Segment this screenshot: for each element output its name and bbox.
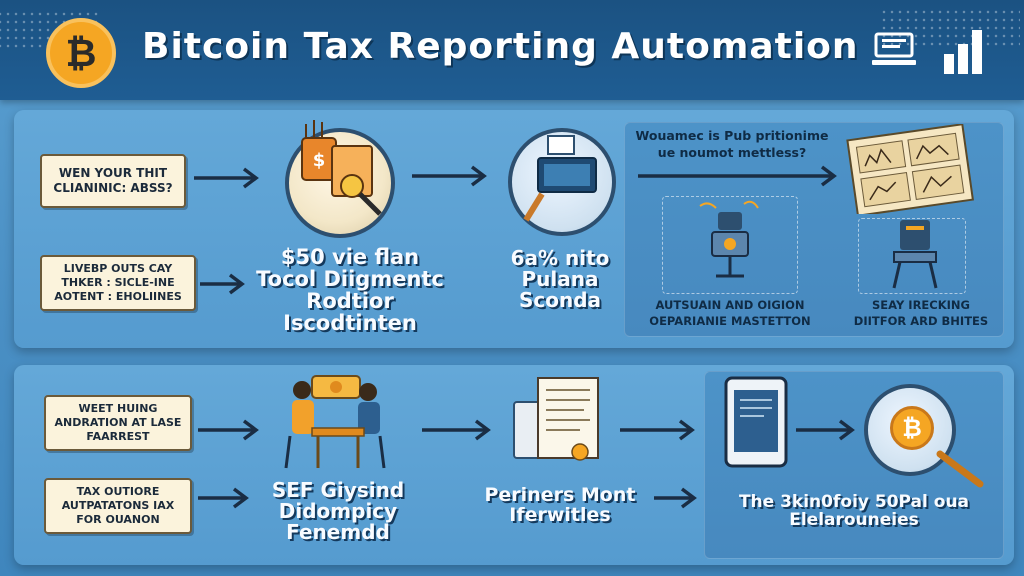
tracking-diagram-frame [858,218,966,294]
sketch-paper-illustration [846,124,974,214]
arrow-right-icon [200,273,245,295]
bottom-label-2: TAX OUTIORE AUTPATATONS IAX FOR OUANON [44,478,192,534]
bitcoin-coin-icon: ₿ [890,406,934,450]
monitor-magnifier-icon [523,135,597,222]
bottom-label-1: WEET HUING ANDRATION AT LASE FAARREST [44,395,192,451]
question-text: Wouamec is Pub pritionime ue noumot mett… [635,128,829,160]
arrow-right-icon [198,419,259,441]
document-with-coin-icon: $ [301,120,382,216]
arrow-right-icon [796,419,855,441]
top-step1-text: $50 vie flan Tocol Diigmentc Rodtior Isc… [256,245,444,336]
bottom-step3-text: The 3kin0foiy 50Pal oua Elelarouneies [738,492,970,530]
header-banner: ₿ Bitcoin Tax Reporting Automation [0,0,1024,100]
svg-text:$: $ [313,150,326,171]
bottom-step2-text: Periners Mont Iferwitles [484,484,636,526]
arrow-right-icon [422,419,491,441]
people-consultation-illustration [284,375,386,469]
bottom-step1-text: SEF Giysind Didompicy Fenemdd [271,478,405,544]
computer-icon [872,32,916,65]
automation-diagram-frame [662,196,798,294]
arrow-right-icon [620,419,695,441]
tracking-machine-icon [892,220,938,289]
top-label-2: LIVEBP OUTS CAY THKER : SICLE-INE AOTENT… [40,255,196,311]
arrow-right-icon [638,165,837,187]
top-caption-left: AUTSUAIN AND OIGION OEPARIANIE MASTETTON [649,298,811,328]
documents-stack-illustration [513,377,599,461]
arrow-right-icon [198,487,249,509]
top-step2-text: 6a% nito Pulana Sconda [510,246,610,312]
arrow-right-icon [654,487,697,509]
arrow-right-icon [412,165,487,187]
robot-machine-icon [699,200,759,278]
arrow-right-icon [194,167,259,189]
top-caption-right: SEAY IRECKING DIITFOR ARD BHITES [853,298,989,328]
bitcoin-magnifier-illustration [864,384,956,476]
tablet-report-icon [724,376,788,468]
bar-chart-icon [944,30,982,74]
top-label-1: WEN YOUR THIT CLIANINIC: ABSS? [40,154,186,208]
bitcoin-logo-icon: ₿ [46,18,116,88]
magnifier-handle-icon [936,450,984,488]
page-title: Bitcoin Tax Reporting Automation [142,26,859,67]
